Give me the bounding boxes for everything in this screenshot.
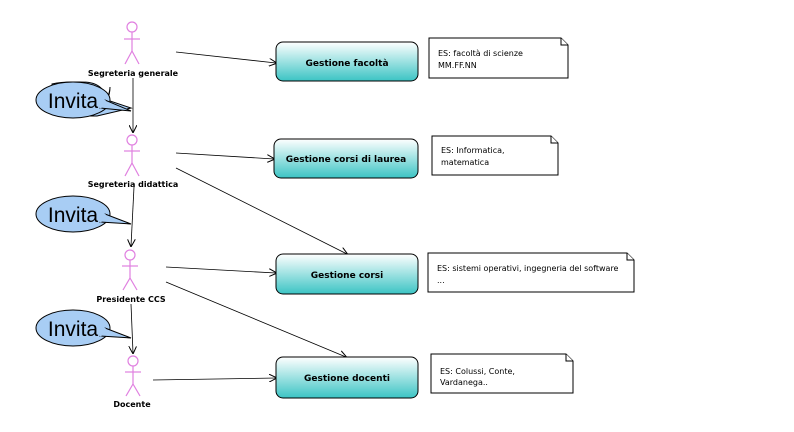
note-docenti: ES: Colussi, Conte, Vardanega..	[430, 353, 574, 394]
use-case-gestione-corsi[interactable]: Gestione corsi	[275, 253, 419, 295]
link-invita-2	[131, 186, 134, 246]
note-line: ES: facoltà di scienze	[438, 49, 523, 58]
link-presidente-ccs-docenti	[165, 281, 346, 357]
note-line: MM.FF.NN	[438, 61, 477, 70]
speech-bubble-invita-1: Invita	[35, 81, 133, 119]
link-invita-3	[131, 303, 133, 353]
note-facolta: ES: facoltà di scienze MM.FF.NN	[428, 37, 569, 79]
note-line: Vardanega..	[440, 378, 488, 387]
use-case-label: Gestione corsi di laurea	[286, 155, 406, 165]
link-docente-docenti	[152, 378, 276, 380]
stick-figure-icon	[125, 355, 141, 397]
use-case-gestione-facolta[interactable]: Gestione facoltà	[275, 41, 419, 82]
actor-label-presidente-ccs: Presidente CCS	[96, 295, 166, 304]
bubble-label: Invita	[48, 204, 99, 227]
actor-label-docente: Docente	[113, 400, 151, 409]
speech-bubble-invita-3: Invita	[35, 309, 132, 347]
actor-presidente-ccs[interactable]: Presidente CCS	[96, 249, 166, 304]
actor-segreteria-generale[interactable]: Segreteria generale	[88, 21, 179, 78]
use-case-gestione-corsi-laurea[interactable]: Gestione corsi di laurea	[273, 138, 419, 179]
actor-label-segreteria-didattica: Segreteria didattica	[88, 180, 179, 189]
note-line: ES: Colussi, Conte,	[440, 367, 515, 376]
use-case-label: Gestione corsi	[311, 271, 383, 281]
note-line: ES: Informatica,	[441, 146, 505, 155]
note-line: ...	[437, 276, 445, 285]
link-presidente-ccs-corsi	[165, 266, 276, 273]
note-line: ES: sistemi operativi, ingegneria del so…	[437, 264, 619, 273]
stick-figure-icon	[124, 134, 140, 177]
use-case-gestione-docenti[interactable]: Gestione docenti	[275, 356, 419, 399]
note-corsi-laurea: ES: Informatica, matematica	[431, 135, 559, 176]
note-line: matematica	[441, 158, 489, 167]
use-case-label: Gestione docenti	[304, 374, 390, 384]
actor-docente[interactable]: Docente	[113, 355, 151, 409]
link-segreteria-didattica-corsi	[175, 167, 347, 254]
actor-label-segreteria-generale: Segreteria generale	[88, 69, 179, 78]
link-segreteria-generale-facolta	[175, 51, 276, 63]
stick-figure-icon	[124, 21, 140, 65]
bubble-label: Invita	[48, 318, 99, 341]
speech-bubble-invita-2: Invita	[35, 195, 132, 233]
note-corsi: ES: sistemi operativi, ingegneria del so…	[427, 252, 635, 293]
stick-figure-icon	[122, 249, 138, 291]
link-segreteria-didattica-corsi-laurea	[175, 152, 274, 159]
actor-segreteria-didattica[interactable]: Segreteria didattica	[88, 134, 179, 189]
bubble-label: Invita	[48, 90, 99, 113]
use-case-label: Gestione facoltà	[305, 59, 388, 69]
